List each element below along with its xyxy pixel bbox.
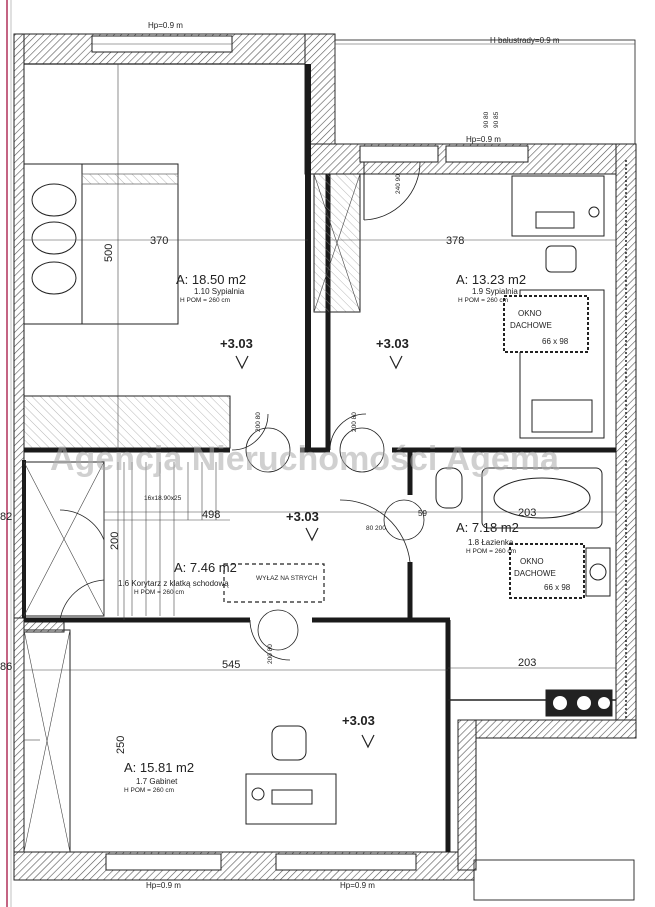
dim-370: 370 [150, 235, 168, 247]
door-dim-80-200: 80 200 [366, 525, 386, 532]
bed-1-9 [519, 289, 605, 439]
dim-545: 545 [222, 659, 240, 671]
desk-1-9 [511, 175, 605, 273]
room-1-6-level: +3.03 [286, 509, 319, 524]
attic-hatch [223, 563, 325, 603]
roof-window-1-line-1: OKNO [518, 309, 542, 318]
room-1-6-name: 1.6 Korytarz z klatką schodową [118, 579, 229, 588]
roof-window-1-size: 66 x 98 [542, 337, 569, 346]
dim-250: 250 [115, 736, 127, 754]
level-arrows [235, 355, 403, 749]
room-1-8-height: H POM = 260 cm [466, 548, 516, 555]
balustrade-label: H balustrady=0.9 m [490, 36, 560, 45]
hp-top-label: Hp=0.9 m [148, 21, 183, 30]
room-1-10-height: H POM = 260 cm [180, 297, 230, 304]
roof-window-2-size: 66 x 98 [544, 583, 571, 592]
room-1-7-height: H POM = 260 cm [124, 787, 174, 794]
hp-bottom-right-label: Hp=0.9 m [340, 881, 375, 890]
room-1-10-name: 1.10 Sypialnia [194, 287, 245, 296]
dim-200: 200 [109, 532, 121, 550]
stair-dims: 16x18.90x25 [144, 495, 182, 502]
dimension-lines [24, 64, 616, 741]
roof-window-2-line-1: OKNO [520, 557, 544, 566]
bed-1-10 [23, 163, 179, 325]
roof-window-2 [509, 543, 585, 599]
room-1-7-name: 1.7 Gabinet [136, 777, 178, 786]
dim-82: 82 [0, 511, 12, 523]
door-dim-200-80-a: 200 80 [255, 412, 262, 432]
staircase [23, 461, 230, 621]
attic-hatch-label: WYŁAZ NA STRYCH [256, 575, 318, 582]
wardrobe-1-10 [23, 395, 231, 449]
roof-window-1-line-2: DACHOWE [510, 321, 552, 330]
room-1-9-height: H POM = 260 cm [458, 297, 508, 304]
dim-378: 378 [446, 235, 464, 247]
hp-bottom-left-label: Hp=0.9 m [146, 881, 181, 890]
room-1-10-area: A: 18.50 m2 [176, 272, 246, 287]
room-1-8-area: A: 7.18 m2 [456, 520, 519, 535]
door-dim-200-80-c: 200 80 [267, 644, 274, 664]
dim-498: 498 [202, 509, 220, 521]
watermark: Agencja Nieruchomości Agema [50, 440, 560, 478]
door-dim-240-90: 240 90 [395, 174, 402, 194]
room-1-7-area: A: 15.81 m2 [124, 760, 194, 775]
room-1-7-level: +3.03 [342, 713, 375, 728]
window-dim-90-85: 90 85 [493, 111, 500, 128]
room-1-9-level: +3.03 [376, 336, 409, 351]
dim-500: 500 [103, 244, 115, 262]
room-1-8-name: 1.8 Łazienka [468, 538, 514, 547]
dim-86: 86 [0, 661, 12, 673]
office-furniture [23, 629, 337, 853]
window-dim-90-80: 90 80 [483, 111, 490, 128]
dim-59: 59 [418, 509, 427, 518]
roof-window-2-line-2: DACHOWE [514, 569, 556, 578]
dim-203-lower: 203 [518, 657, 536, 669]
dim-203-upper: 203 [518, 507, 536, 519]
room-1-6-height: H POM = 260 cm [134, 589, 184, 596]
room-1-9-area: A: 13.23 m2 [456, 272, 526, 287]
door-swings [231, 161, 425, 661]
room-1-6-area: A: 7.46 m2 [174, 560, 237, 575]
roof-window-1 [503, 295, 589, 353]
room-1-9-name: 1.9 Sypialnia [472, 287, 518, 296]
room-1-10-level: +3.03 [220, 336, 253, 351]
door-dim-200-80-b: 200 80 [351, 412, 358, 432]
hp-terrace-label: Hp=0.9 m [466, 135, 501, 144]
bathroom-fixtures [435, 467, 613, 717]
